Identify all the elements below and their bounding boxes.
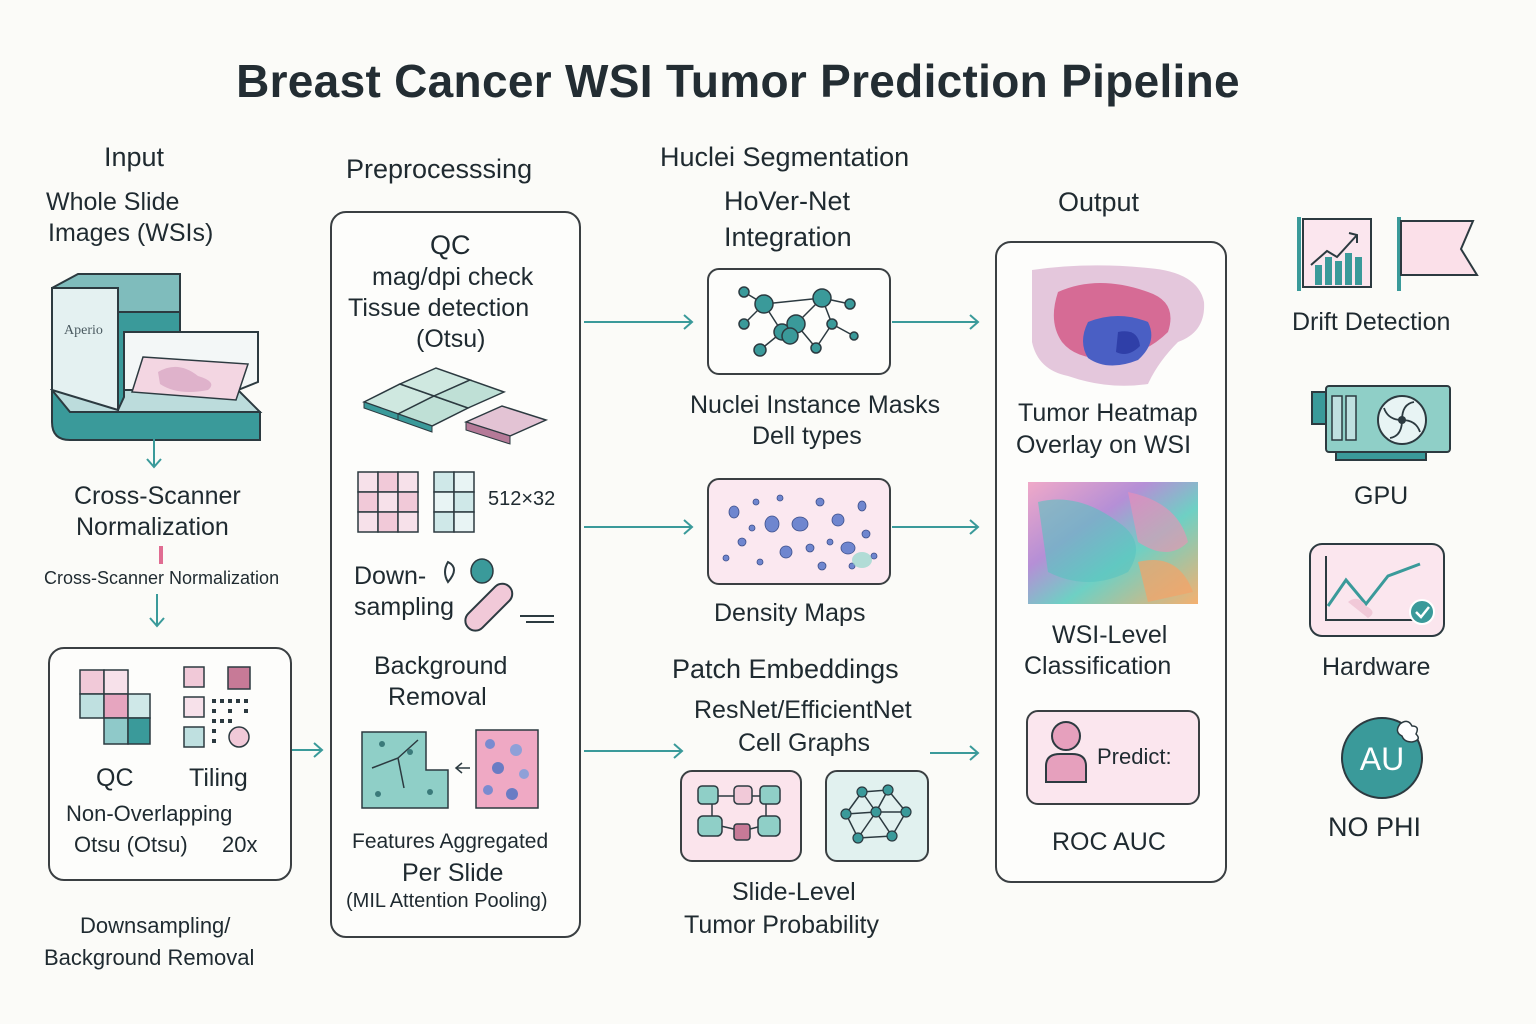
hovernet-line1: HoVer-Net	[724, 186, 851, 216]
magnification-label: 20x	[222, 832, 258, 857]
cell-graphs-label: Cell Graphs	[738, 729, 870, 757]
resnet-label: ResNet/EfficientNet	[694, 696, 912, 724]
density-map-icon	[722, 494, 878, 571]
density-label: Density Maps	[714, 599, 866, 627]
pill-icon	[444, 558, 554, 632]
normalization-line1: Cross-Scanner	[74, 482, 241, 510]
heatmap-line1: Tumor Heatmap	[1018, 399, 1198, 427]
preprocessing-heading: Preprocesssing	[346, 154, 533, 184]
wsi-line1: Whole Slide	[46, 188, 180, 216]
background-line2: Removal	[388, 683, 487, 711]
tiling-icon	[183, 666, 251, 748]
cell-graph-icon	[840, 784, 912, 844]
arrow-prep-to-density	[584, 519, 694, 535]
page-title: Breast Cancer WSI Tumor Prediction Pipel…	[236, 55, 1240, 107]
tile-grid-teal-icon	[433, 471, 475, 533]
tile-size-label: 512×32	[488, 488, 556, 510]
non-overlapping-label: Non-Overlapping	[66, 801, 233, 826]
drift-detection-label: Drift Detection	[1292, 308, 1451, 336]
tissue-detection-label: Tissue detection	[348, 294, 530, 322]
otsu-method-label: (Otsu)	[416, 325, 486, 353]
line-chart-icon	[1309, 543, 1445, 637]
hovernet-line2: Integration	[724, 222, 852, 252]
normalization-line2: Normalization	[76, 513, 229, 541]
arrow-prep-to-embeddings	[584, 743, 684, 759]
qc-label: QC	[96, 764, 134, 792]
segmentation-heading: Huclei Segmentation	[660, 142, 910, 172]
arrow-prep-to-hover	[584, 314, 694, 330]
gpu-card-icon	[1311, 385, 1451, 461]
isometric-tiles-icon	[362, 367, 549, 445]
au-badge-icon: AU	[1341, 717, 1423, 799]
roc-auc-label: ROC AUC	[1052, 828, 1166, 856]
slide-level-line1: Slide-Level	[732, 878, 856, 906]
downsampling-line2: Background Removal	[44, 945, 255, 970]
gpu-label: GPU	[1354, 482, 1409, 510]
graph-network-icon	[738, 286, 859, 357]
wsi-level-line1: WSI-Level	[1052, 621, 1168, 649]
tiling-label: Tiling	[189, 764, 248, 792]
workflow-icon	[697, 785, 781, 841]
output-heading: Output	[1058, 187, 1140, 217]
features-line2: Per Slide	[402, 859, 504, 887]
background-line1: Background	[374, 652, 508, 680]
arrow-density-to-output	[892, 519, 980, 535]
chart-flag-icon	[1297, 217, 1479, 291]
scanner-brand-label: Aperio	[64, 323, 103, 338]
person-icon	[1045, 721, 1087, 783]
input-heading: Input	[104, 142, 165, 172]
slide-level-line2: Tumor Probability	[684, 911, 879, 939]
mag-check-label: mag/dpi check	[372, 263, 534, 291]
normalization-caption: Cross-Scanner Normalization	[44, 568, 280, 588]
heatmap-line2: Overlay on WSI	[1016, 431, 1192, 459]
no-phi-label: NO PHI	[1328, 812, 1422, 842]
scanner-icon: Aperio	[49, 273, 263, 441]
downsampling-line1: Down-	[354, 562, 427, 590]
downsampling-line2: sampling	[354, 593, 455, 621]
arrow-embeddings-to-output	[930, 745, 980, 761]
classification-map-icon	[1028, 482, 1198, 604]
downsampling-line1: Downsampling/	[80, 913, 231, 938]
masks-line1: Nuclei Instance Masks	[690, 391, 941, 419]
arrow-down-1	[146, 437, 162, 469]
preprocessing-qc: QC	[430, 230, 471, 260]
tile-grid-icon	[79, 669, 151, 745]
hardware-label: Hardware	[1322, 653, 1431, 681]
wsi-line2: Images (WSIs)	[48, 219, 214, 247]
heatmap-icon	[1032, 265, 1205, 386]
preprocessing-box	[330, 211, 581, 938]
pink-divider	[159, 546, 163, 564]
tile-grid-pink-icon	[357, 471, 419, 533]
masks-line2: Dell types	[752, 422, 862, 450]
features-line3: (MIL Attention Pooling)	[346, 890, 548, 912]
features-line1: Features Aggregated	[352, 830, 549, 853]
otsu-label: Otsu (Otsu)	[74, 832, 188, 857]
wsi-level-line2: Classification	[1024, 652, 1172, 680]
au-badge-label: AU	[1360, 741, 1404, 777]
arrow-down-2	[149, 594, 165, 628]
background-removal-icon	[361, 729, 539, 809]
arrow-hover-to-output	[892, 314, 980, 330]
arrow-input-to-preprocessing	[292, 742, 324, 758]
predict-label: Predict:	[1097, 744, 1172, 769]
patch-embeddings-heading: Patch Embeddings	[672, 654, 899, 684]
